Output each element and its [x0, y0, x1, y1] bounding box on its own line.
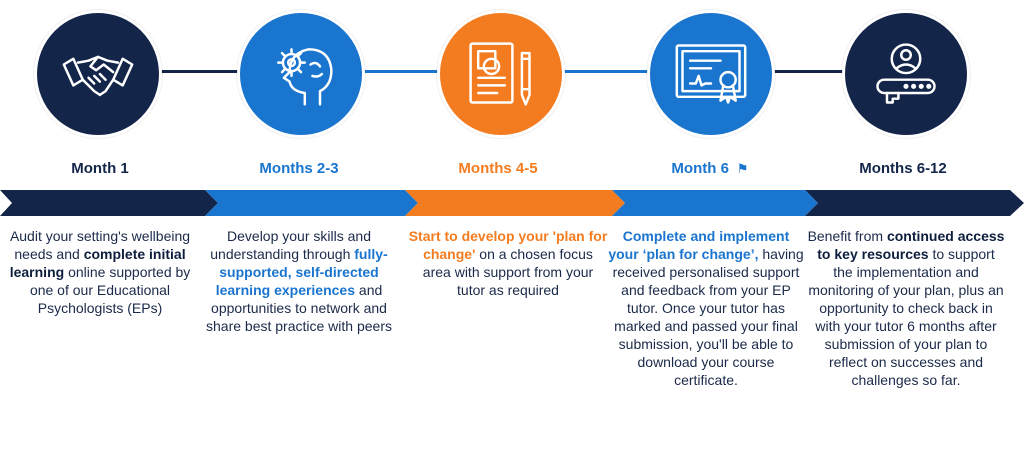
stage-1-circle [34, 10, 162, 138]
user-access-key-icon [876, 43, 936, 104]
timeline-segment-5 [805, 190, 1024, 216]
stage-4-desc-highlight: Complete and implement your ‘plan for ch… [608, 228, 790, 262]
connector-1-2 [160, 70, 240, 73]
stage-2-circle [237, 10, 365, 138]
connector-2-3 [360, 70, 440, 73]
stage-4-desc-text-b: having received personalised support and… [612, 246, 804, 388]
connector-4-5 [770, 70, 850, 73]
stage-5-description: Benefit from continued access to key res… [806, 227, 1006, 389]
stage-3-description: Start to develop your 'plan for change' … [408, 227, 608, 299]
stage-1-desc-highlight: complete initial learning [9, 246, 186, 280]
stage-2-desc-text-a: Develop your skills and understanding th… [210, 228, 371, 262]
stage-4-label: Month 6 ⚑ [630, 160, 790, 177]
stage-5-desc-text-b: to support the implementation and monito… [808, 246, 1004, 388]
stage-1-label: Month 1 [71, 160, 129, 177]
flag-icon: ⚑ [736, 161, 749, 176]
stage-2-description: Develop your skills and understanding th… [199, 227, 399, 335]
handshake-icon [62, 55, 134, 97]
stage-3-desc-highlight: Start to develop your 'plan for change' [408, 228, 608, 262]
stage-3-desc-text-b: on a chosen focus area with support from… [422, 246, 594, 298]
timeline-segment-4 [612, 190, 818, 216]
stage-3-label: Months 4-5 [458, 160, 538, 177]
plan-document-pencil-icon [469, 42, 531, 106]
stage-4-circle [647, 10, 775, 138]
stage-3-circle [437, 10, 565, 138]
stage-5-desc-highlight: continued access to key resources [817, 228, 1005, 262]
stage-2-label: Months 2-3 [259, 160, 339, 177]
stage-5-circle [842, 10, 970, 138]
brain-gear-icon [276, 48, 333, 106]
stage-5-label: Months 6-12 [859, 160, 947, 177]
timeline-segment-3 [405, 190, 625, 216]
connector-3-4 [560, 70, 650, 73]
stage-5-desc-text-a: Benefit from [807, 228, 887, 244]
timeline-segment-2 [205, 190, 418, 216]
stage-2-desc-text-b: and opportunities to network and share b… [206, 282, 392, 334]
timeline-arrow-bar [0, 190, 1024, 216]
stage-4-label-text: Month 6 [671, 160, 729, 177]
certificate-icon [675, 44, 747, 104]
stage-1-desc-text-b: online supported by one of our Education… [29, 264, 191, 316]
stage-1-description: Audit your setting's wellbeing needs and… [0, 227, 200, 317]
timeline-segment-1 [0, 190, 218, 216]
stage-2-desc-highlight: fully-supported, self-directed learning … [215, 246, 388, 298]
stage-4-description: Complete and implement your ‘plan for ch… [606, 227, 806, 389]
stage-1-desc-text-a: Audit your setting's wellbeing needs and [9, 228, 191, 262]
